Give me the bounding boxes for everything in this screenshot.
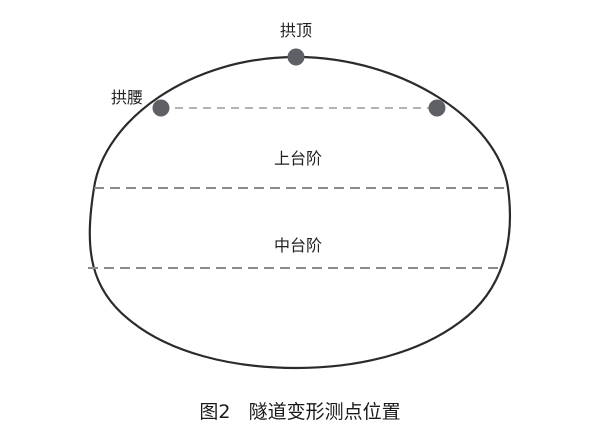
tunnel-outline [88, 55, 511, 370]
crown-label: 拱顶 [280, 21, 312, 40]
middle-bench-label: 中台阶 [274, 236, 322, 255]
haunch-point-left [152, 99, 170, 117]
haunch-label: 拱腰 [111, 88, 143, 107]
upper-bench-label: 上台阶 [274, 149, 322, 168]
figure-caption: 图2 隧道变形测点位置 [199, 401, 400, 423]
haunch-point-right [428, 99, 446, 117]
crown-point [287, 48, 305, 66]
